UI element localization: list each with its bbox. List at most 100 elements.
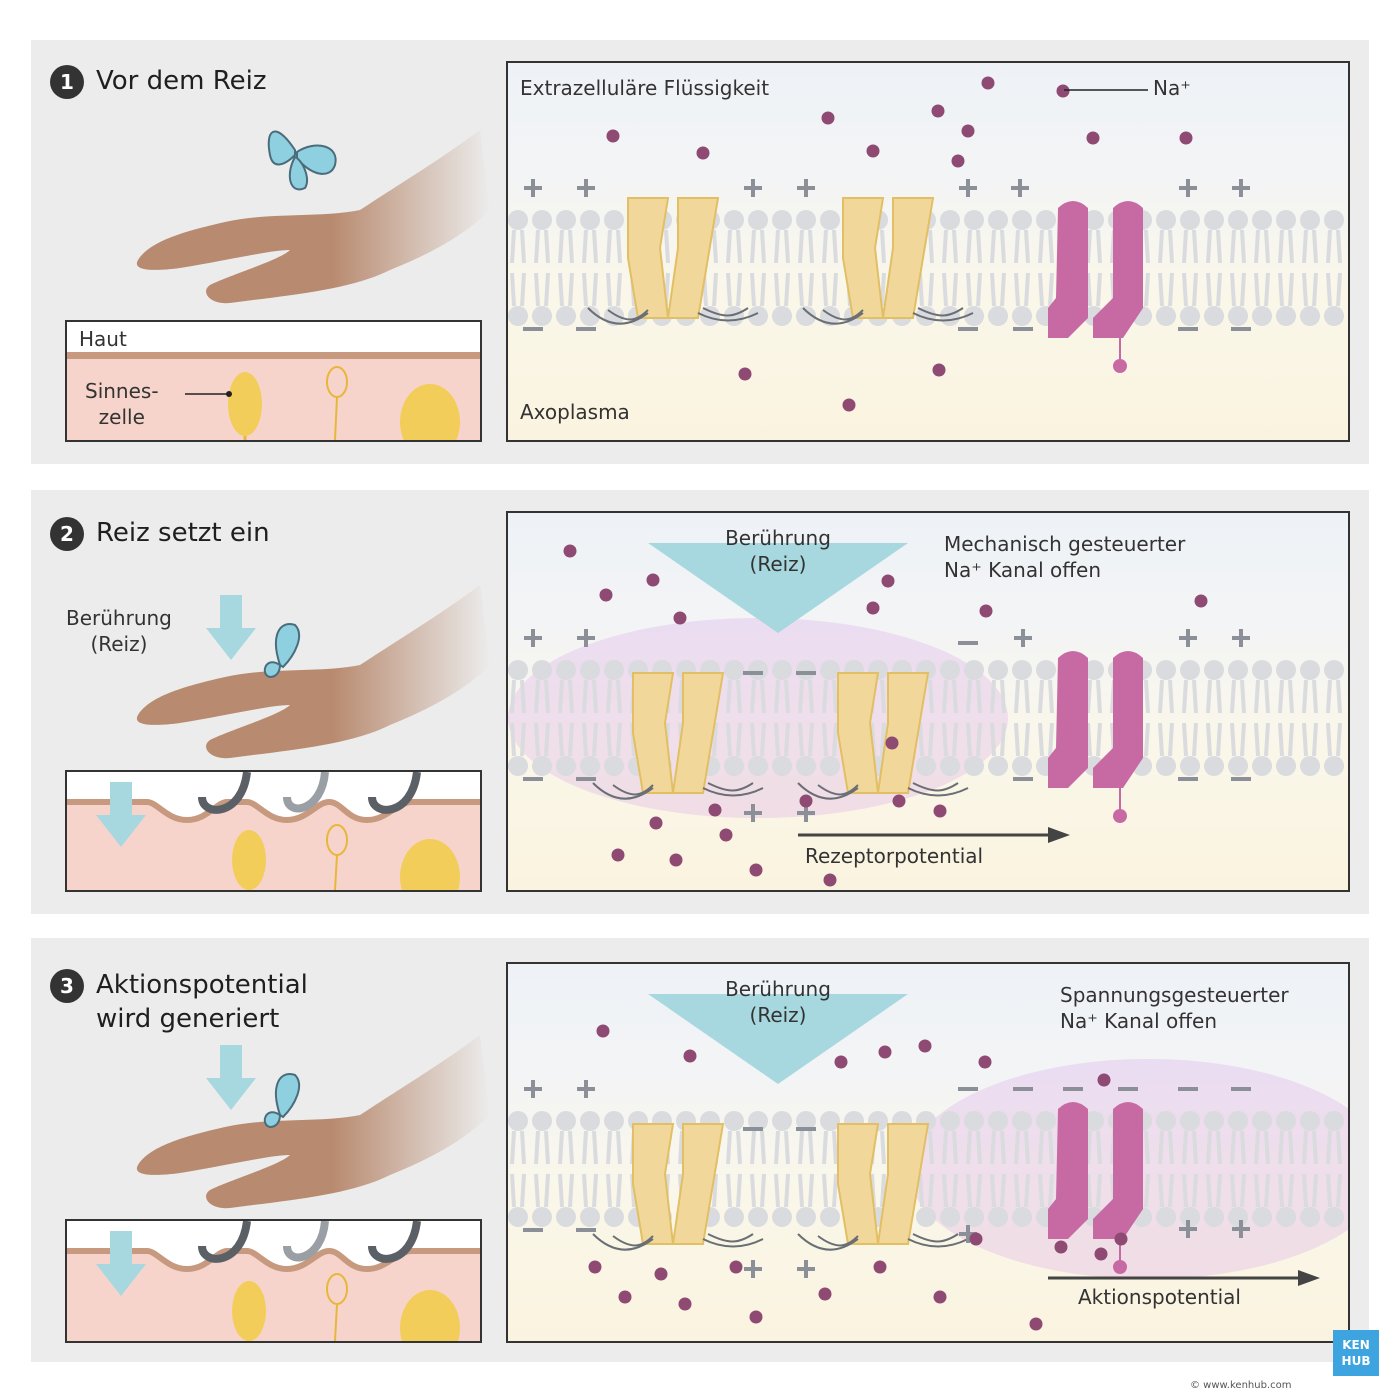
tether-filaments xyxy=(592,1233,654,1251)
lipid-tail xyxy=(1206,1173,1222,1208)
lipid-head xyxy=(916,756,936,776)
lipid-tail xyxy=(966,1130,982,1165)
mechanical-na-channel xyxy=(797,672,969,800)
lipid-tail xyxy=(1158,1130,1174,1165)
positive-charge xyxy=(797,179,815,197)
lipid-head xyxy=(508,756,528,776)
channel-subunit xyxy=(671,1123,725,1245)
lipid-tail xyxy=(966,1173,982,1208)
lipid-head xyxy=(1324,306,1344,326)
lipid-head xyxy=(1252,756,1272,776)
lipid-head xyxy=(940,1207,960,1227)
lipid-head xyxy=(964,660,984,680)
lipid-tail xyxy=(510,679,526,714)
lipid-head xyxy=(1084,1111,1104,1131)
lipid-head xyxy=(1252,1111,1272,1131)
positive-charge xyxy=(1179,1220,1197,1238)
lipid-tail xyxy=(1230,229,1246,264)
tether-filaments xyxy=(697,307,759,322)
lipid-tail xyxy=(1254,1173,1270,1208)
touch-stimulus-arrow xyxy=(648,543,908,633)
lipid-tail xyxy=(702,272,718,307)
lipid-head xyxy=(508,1207,528,1227)
sodium-ion xyxy=(683,1049,697,1063)
lipid-tail xyxy=(774,1173,790,1208)
step-title-text: Vor dem Reiz xyxy=(96,66,267,96)
lipid-head xyxy=(748,660,768,680)
channel-subunit xyxy=(666,197,720,319)
lipid-tail xyxy=(534,1173,550,1208)
lipid-head xyxy=(1228,756,1248,776)
sodium-ion xyxy=(606,129,620,143)
lipid-tail xyxy=(1014,722,1030,757)
mechanical-na-channel xyxy=(797,1123,969,1251)
lipid-head xyxy=(1204,660,1224,680)
lipid-tail xyxy=(798,1130,814,1165)
lipid-head xyxy=(988,1207,1008,1227)
positive-charge xyxy=(1179,629,1197,647)
lipid-tail xyxy=(774,272,790,307)
lipid-tail xyxy=(558,722,574,757)
lipid-head xyxy=(1180,210,1200,230)
lipid-head xyxy=(820,1111,840,1131)
lipid-head xyxy=(556,306,576,326)
lipid-tail xyxy=(990,1130,1006,1165)
potential-arrow-head xyxy=(1298,1270,1320,1286)
lipid-tail xyxy=(1230,722,1246,757)
lipid-head xyxy=(1204,1207,1224,1227)
lipid-head xyxy=(1276,1207,1296,1227)
lipid-tail xyxy=(1014,229,1030,264)
sodium-ion xyxy=(866,601,880,615)
lipid-tail xyxy=(798,679,814,714)
potential-arrow-head xyxy=(1048,827,1070,843)
channel-subunit xyxy=(1093,1102,1143,1239)
lipid-tail xyxy=(1254,272,1270,307)
sodium-ion xyxy=(749,863,763,877)
sodium-ion xyxy=(918,1039,932,1053)
touch-arrow-label: Berührung (Reiz) xyxy=(725,526,831,576)
lipid-tail xyxy=(918,272,934,307)
lipid-head xyxy=(1036,210,1056,230)
lipid-head xyxy=(604,756,624,776)
membrane-diagram-3: Berührung (Reiz) Spannungsgesteuerter Na… xyxy=(506,962,1350,1343)
lipid-tail xyxy=(510,1130,526,1165)
lipid-tail xyxy=(750,722,766,757)
sodium-ion xyxy=(799,794,813,808)
lipid-head xyxy=(1084,660,1104,680)
down-arrow-icon xyxy=(96,782,146,847)
lipid-head xyxy=(964,1207,984,1227)
lipid-tail xyxy=(1278,272,1294,307)
lipid-tail xyxy=(798,229,814,264)
lipid-tail xyxy=(774,722,790,757)
lipid-head xyxy=(1156,660,1176,680)
sodium-ion xyxy=(981,76,995,90)
lipid-tail xyxy=(1086,1130,1102,1165)
lipid-head xyxy=(1156,210,1176,230)
lipid-tail xyxy=(726,679,742,714)
sodium-ion xyxy=(1179,131,1193,145)
voltage-na-channel xyxy=(1048,1102,1143,1274)
sodium-ion xyxy=(596,1024,610,1038)
channel-subunit xyxy=(1093,201,1143,338)
lipid-tail xyxy=(1230,1130,1246,1165)
touch-label-left: Berührung (Reiz) xyxy=(66,606,172,656)
lipid-tail xyxy=(774,229,790,264)
lipid-head xyxy=(748,1207,768,1227)
lipid-tail xyxy=(942,1173,958,1208)
lipid-tail xyxy=(750,1173,766,1208)
lipid-head xyxy=(1252,660,1272,680)
lipid-tail xyxy=(966,722,982,757)
lipid-head xyxy=(1084,210,1104,230)
lipid-tail xyxy=(1230,679,1246,714)
lipid-tail xyxy=(918,722,934,757)
lipid-tail xyxy=(582,1173,598,1208)
lipid-tail xyxy=(582,229,598,264)
lipid-tail xyxy=(798,1173,814,1208)
sodium-ion xyxy=(1097,1073,1111,1087)
lipid-head xyxy=(1228,210,1248,230)
sodium-ion xyxy=(866,144,880,158)
lipid-head xyxy=(1324,756,1344,776)
lipid-tail xyxy=(1158,272,1174,307)
lipid-tail xyxy=(1254,722,1270,757)
lipid-tail xyxy=(750,679,766,714)
